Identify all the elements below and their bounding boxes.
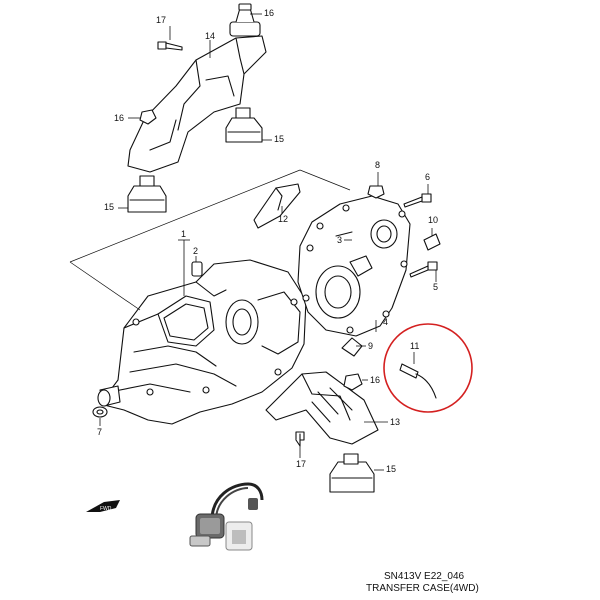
- callout-4: 4: [383, 317, 389, 327]
- top-rubber-mount: [229, 3, 261, 37]
- output-shaft: [97, 385, 121, 407]
- bolt-17-top: [157, 41, 183, 51]
- callout-7: 7: [97, 427, 103, 437]
- nut-8: [367, 185, 385, 199]
- callout-9: 9: [368, 341, 374, 351]
- callout-5: 5: [433, 282, 439, 292]
- plate-12: [253, 183, 301, 229]
- bolt-6: [403, 193, 432, 208]
- nut-16-lower: [343, 373, 363, 391]
- forward-arrow-icon: [86, 500, 120, 512]
- callout-1: 1: [181, 229, 187, 239]
- callout-13: 13: [390, 417, 401, 427]
- nut-16-left: [139, 109, 157, 125]
- upper-mount-bracket: [127, 35, 267, 173]
- sensor-highlight-circle: [383, 323, 473, 413]
- callout-16-lower: 16: [370, 375, 381, 385]
- callout-8: 8: [375, 160, 381, 170]
- rubber-mount-15-lower: [329, 453, 375, 493]
- callout-16-left: 16: [114, 113, 125, 123]
- transfer-case-body: [99, 259, 307, 425]
- case-cover: [297, 195, 411, 337]
- bolt-5: [409, 261, 438, 278]
- diagram-code: SN413V E22_046: [384, 571, 465, 582]
- callout-6: 6: [425, 172, 431, 182]
- callout-15-right: 15: [274, 134, 285, 144]
- sensor-11: [399, 363, 437, 399]
- callout-15-lower: 15: [386, 464, 397, 474]
- seal-7: [92, 406, 108, 418]
- callout-17-top: 17: [156, 15, 167, 25]
- callout-15-left: 15: [104, 202, 115, 212]
- callout-17-lower: 17: [296, 459, 307, 469]
- boundary-line-right: [299, 169, 351, 191]
- bolt-17-lower: [295, 431, 305, 447]
- bushing-9: [341, 337, 363, 357]
- rubber-mount-15-right: [225, 107, 263, 143]
- callout-16-top: 16: [264, 8, 275, 18]
- boundary-line-upper: [69, 169, 301, 263]
- callout-3: 3: [337, 235, 343, 245]
- fwd-label: FWD: [100, 506, 112, 512]
- rubber-mount-15-left: [127, 175, 167, 213]
- callout-14: 14: [205, 31, 216, 41]
- diagram-title: TRANSFER CASE(4WD): [366, 583, 479, 594]
- callout-10: 10: [428, 215, 439, 225]
- lower-mount-bracket: [265, 371, 379, 445]
- pin-10: [423, 233, 441, 251]
- plug-2: [191, 261, 203, 277]
- sensor-photo: [189, 482, 264, 551]
- boundary-line-left: [69, 261, 141, 311]
- callout-12: 12: [278, 214, 289, 224]
- callout-11: 11: [410, 341, 420, 351]
- callout-2: 2: [193, 246, 199, 256]
